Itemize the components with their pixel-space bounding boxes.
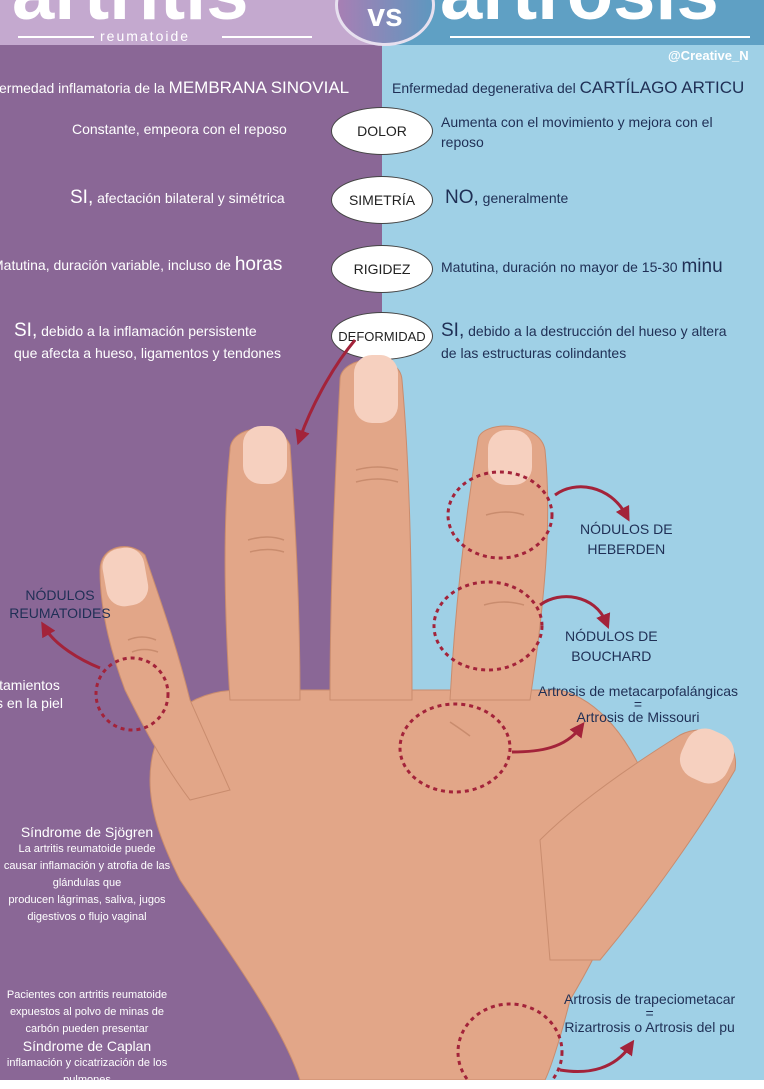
arrows: [41, 339, 635, 1074]
hand-shape: [99, 358, 737, 1080]
vs-label: vs: [367, 0, 403, 33]
rigidez-right-text: Matutina, duración no mayor de 15-30: [441, 259, 682, 275]
trapecio-line2: =: [645, 1005, 654, 1021]
rigidez-oval: RIGIDEZ: [331, 245, 433, 293]
knuckle-creases: [127, 466, 525, 737]
title-artritis: artritis: [12, 0, 249, 32]
definition-right-emphasis: CARTÍLAGO ARTICU: [579, 78, 745, 97]
simetria-label: SIMETRÍA: [348, 192, 416, 208]
deformidad-right-emphasis: SI,: [441, 320, 465, 341]
abultamientos-label: Abultamientos duros en la piel: [0, 676, 63, 712]
title-underline: [450, 36, 750, 38]
dashed-circles: [94, 470, 564, 1080]
rigidez-right-emphasis: minu: [681, 256, 723, 277]
credit-handle: @Creative_N: [668, 48, 749, 63]
simetria-oval: SIMETRÍA: [331, 176, 433, 224]
deformidad-oval: DEFORMIDAD: [331, 312, 433, 360]
caplan-note: Pacientes con artritis reumatoide expues…: [0, 987, 192, 1089]
deformidad-label: DEFORMIDAD: [338, 328, 426, 344]
deformidad-right-text: debido a la destrucción del hueso y alte…: [464, 323, 727, 339]
sjogren-line3: glándulas que: [52, 877, 122, 889]
abultamientos-line2: duros en la piel: [0, 695, 63, 711]
subtitle-rule-right: [222, 36, 312, 38]
heberden-label: NÓDULOS DE HEBERDEN: [580, 519, 673, 559]
deformidad-right-line2: de las estructuras colindantes: [441, 345, 627, 361]
deformidad-left-line1: SI, debido a la inflamación persistente: [14, 320, 257, 341]
rigidez-left-text: Matutina, duración variable, incluso de: [0, 257, 235, 273]
metacarpo-line2: =: [633, 696, 643, 712]
definition-left-text: Enfermedad inflamatoria de la: [0, 80, 165, 96]
heberden-line2: HEBERDEN: [587, 541, 666, 557]
metacarpo-line3: Artrosis de Missouri: [576, 709, 700, 725]
simetria-left-emphasis: SI,: [70, 187, 94, 208]
rigidez-left-emphasis: horas: [234, 254, 283, 275]
trapecio-line3: Rizartrosis o Artrosis del pu: [564, 1019, 735, 1035]
reumatoides-label: NÓDULOS REUMATOIDES: [0, 586, 122, 622]
simetria-right: NO, generalmente: [445, 187, 569, 208]
title-artrosis: artrosis: [440, 0, 719, 32]
caplan-line1: Pacientes con artritis reumatoide: [6, 989, 168, 1001]
simetria-left: SI, afectación bilateral y simétrica: [70, 187, 285, 208]
definition-left: Enfermedad inflamatoria de la MEMBRANA S…: [0, 79, 349, 97]
heberden-line1: NÓDULOS DE: [580, 521, 673, 537]
caplan-line4: inflamación y cicatrización de los: [6, 1057, 168, 1069]
trapecio-line1: Artrosis de trapeciometacar: [564, 991, 736, 1007]
fingernails: [102, 355, 735, 784]
dolor-right-line1: Aumenta con el movimiento y mejora con e…: [441, 114, 713, 130]
rigidez-left: Matutina, duración variable, incluso de …: [0, 254, 283, 275]
caplan-title: Síndrome de Caplan: [22, 1038, 152, 1054]
abultamientos-line1: Abultamientos: [0, 677, 60, 693]
dolor-right-line2: reposo: [441, 134, 484, 150]
sjogren-line1: La artritis reumatoide puede: [18, 843, 156, 855]
definition-left-emphasis: MEMBRANA SINOVIAL: [168, 78, 350, 97]
simetria-left-text: afectación bilateral y simétrica: [93, 190, 285, 206]
dolor-label: DOLOR: [357, 123, 407, 139]
metacarpo-line1: Artrosis de metacarpofalángicas: [538, 683, 738, 699]
header-left: artritis reumatoide: [0, 0, 382, 45]
header-right: artrosis: [382, 0, 764, 45]
subtitle-reumatoide: reumatoide: [100, 28, 191, 44]
sjogren-note: Síndrome de Sjögren La artritis reumatoi…: [0, 824, 192, 926]
dolor-left-text: Constante, empeora con el reposo: [72, 121, 287, 137]
rigidez-right: Matutina, duración no mayor de 15-30 min…: [441, 256, 723, 277]
bouchard-label: NÓDULOS DE BOUCHARD: [565, 626, 658, 666]
reumatoides-line2: REUMATOIDES: [9, 605, 111, 621]
sjogren-line5: digestivos o flujo vaginal: [27, 911, 147, 923]
trapecio-label: Artrosis de trapeciometacar=Rizartrosis …: [564, 992, 735, 1034]
rigidez-label: RIGIDEZ: [353, 261, 411, 277]
bouchard-line1: NÓDULOS DE: [565, 628, 658, 644]
sjogren-title: Síndrome de Sjögren: [20, 824, 154, 840]
caplan-line2: expuestos al polvo de minas de: [9, 1006, 165, 1018]
deformidad-right-line1: SI, debido a la destrucción del hueso y …: [441, 320, 727, 341]
reumatoides-line1: NÓDULOS: [25, 587, 95, 603]
definition-right: Enfermedad degenerativa del CARTÍLAGO AR…: [392, 79, 744, 97]
definition-right-text: Enfermedad degenerativa del: [392, 80, 580, 96]
deformidad-left-emphasis: SI,: [14, 320, 38, 341]
deformidad-left-text: debido a la inflamación persistente: [37, 323, 257, 339]
metacarpo-label: Artrosis de metacarpofalángicas=Artrosis…: [538, 683, 738, 725]
simetria-right-text: generalmente: [478, 190, 569, 206]
simetria-right-emphasis: NO,: [445, 187, 479, 208]
dolor-oval: DOLOR: [331, 107, 433, 155]
deformidad-left-line2: que afecta a hueso, ligamentos y tendone…: [14, 345, 281, 361]
caplan-line3: carbón pueden presentar: [25, 1023, 149, 1035]
subtitle-rule-left: [18, 36, 94, 38]
caplan-line5: pulmones: [63, 1074, 111, 1086]
bouchard-line2: BOUCHARD: [571, 648, 652, 664]
sjogren-line2: causar inflamación y atrofia de las: [3, 860, 171, 872]
sjogren-line4: producen lágrimas, saliva, jugos: [8, 894, 166, 906]
